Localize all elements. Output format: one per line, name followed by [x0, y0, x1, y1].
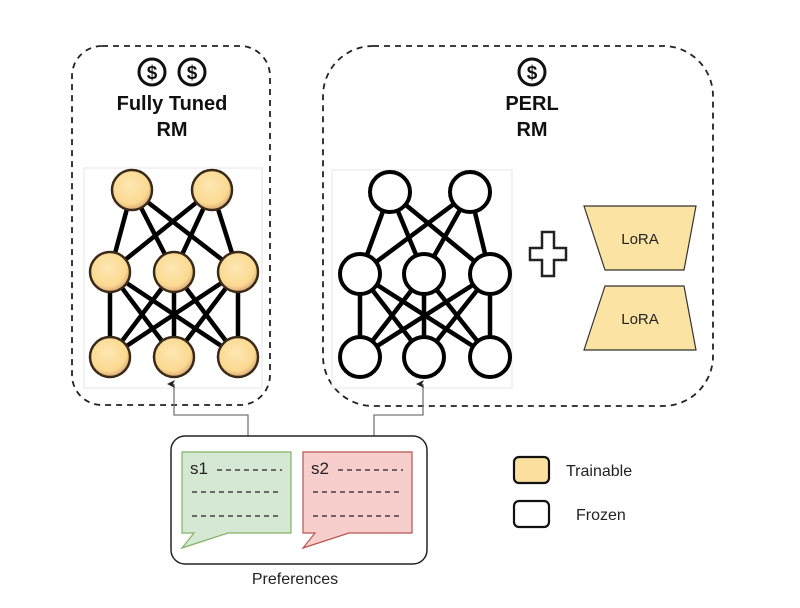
- panel-subtitle: RM: [156, 119, 187, 141]
- network-nodes: [338, 170, 512, 379]
- panel-title: PERL: [505, 93, 558, 115]
- network-edge: [358, 272, 492, 359]
- arrow-to-fully-tuned: [167, 380, 249, 436]
- network-edge: [358, 190, 472, 276]
- speech-bubble: [301, 451, 413, 550]
- frozen-node: [338, 252, 382, 296]
- network-edge: [130, 188, 240, 274]
- lora-trapezoid: [583, 205, 697, 271]
- fully-tuned-panel: $$ Fully Tuned RM: [71, 45, 271, 406]
- legend-label: Frozen: [576, 507, 626, 524]
- frozen-node: [468, 335, 512, 379]
- trainable-network: [88, 168, 260, 379]
- lora-trapezoid: [583, 285, 697, 351]
- legend-swatch: [512, 455, 551, 485]
- sample-s2-bubble: s2: [301, 451, 413, 550]
- trainable-node: [88, 335, 132, 379]
- sample-label: s1: [190, 459, 208, 478]
- lora-label: LoRA: [621, 311, 659, 328]
- lora-adapter-up: LoRA: [583, 285, 697, 351]
- preferences-label: Preferences: [252, 571, 338, 588]
- lora-label: LoRA: [621, 231, 659, 248]
- trainable-node: [152, 250, 196, 294]
- plus-icon: [528, 230, 568, 278]
- frozen-node: [402, 335, 446, 379]
- lora-adapter-down: LoRA: [583, 205, 697, 271]
- network-edge: [108, 188, 214, 274]
- trainable-node: [88, 250, 132, 294]
- preferences-box: s1 s2 Preferences: [170, 435, 428, 588]
- network-edge: [108, 270, 240, 359]
- trainable-node: [216, 335, 260, 379]
- dollar-coin-icon: $: [177, 57, 207, 87]
- sample-label: s2: [311, 459, 329, 478]
- frozen-node: [402, 252, 446, 296]
- frozen-node: [368, 170, 412, 214]
- cost-icons: $: [517, 57, 547, 87]
- trainable-node: [216, 250, 260, 294]
- trainable-node: [152, 335, 196, 379]
- perl-panel: $ PERL RM LoRA LoRA: [322, 45, 714, 407]
- svg-text:$: $: [147, 63, 158, 84]
- panel-border: [322, 45, 714, 407]
- arrow-to-perl: [373, 380, 424, 436]
- dollar-coin-icon: $: [137, 57, 167, 87]
- legend: Trainable Frozen: [512, 455, 632, 529]
- svg-text:$: $: [187, 63, 198, 84]
- dollar-coin-icon: $: [517, 57, 547, 87]
- legend-item-frozen: Frozen: [512, 499, 626, 529]
- legend-label: Trainable: [566, 463, 632, 480]
- sample-s1-bubble: s1: [180, 451, 292, 550]
- legend-item-trainable: Trainable: [512, 455, 632, 485]
- frozen-node: [448, 170, 492, 214]
- panel-title: Fully Tuned: [117, 93, 228, 115]
- panel-border: [71, 45, 271, 406]
- frozen-node: [468, 252, 512, 296]
- speech-bubble: [180, 451, 292, 550]
- trainable-node: [190, 168, 234, 212]
- cost-icons: $$: [137, 57, 207, 87]
- frozen-network: [338, 170, 512, 379]
- frozen-node: [338, 335, 382, 379]
- svg-text:$: $: [527, 63, 538, 84]
- legend-swatch: [512, 499, 551, 529]
- network-nodes: [88, 168, 260, 379]
- preference-connectors: [167, 380, 424, 436]
- panel-subtitle: RM: [516, 119, 547, 141]
- trainable-node: [110, 168, 154, 212]
